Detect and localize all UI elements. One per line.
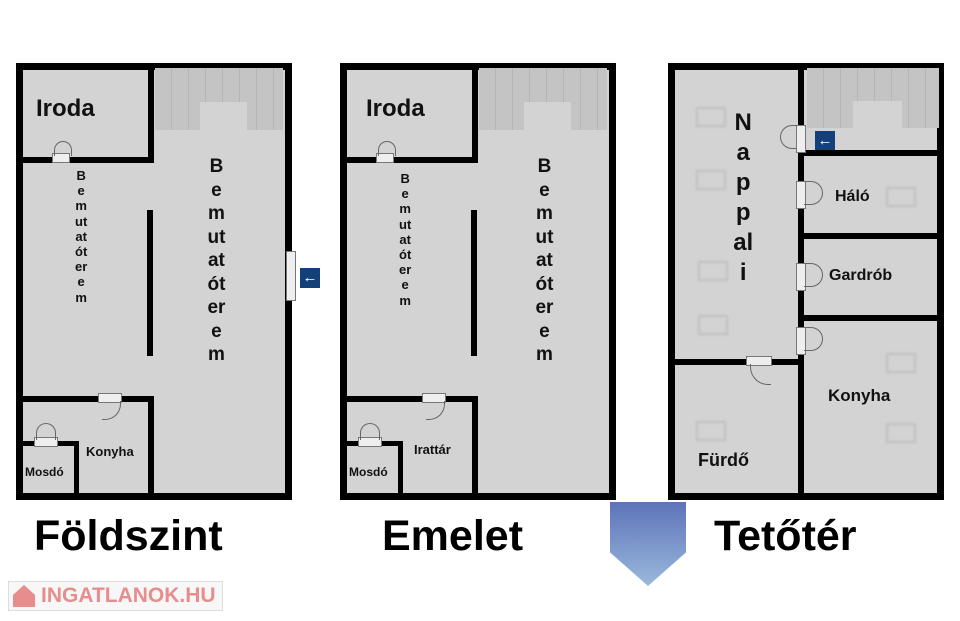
room-label-kitchen: Konyha — [828, 386, 891, 405]
agency-logo-shield — [610, 502, 686, 586]
room-label-showroom-right: Bemutatóterem — [207, 156, 226, 365]
title-ground-floor: Földszint — [34, 512, 223, 560]
furniture-placeholder — [696, 107, 726, 127]
interior-wall — [16, 396, 153, 402]
door-swing — [378, 141, 396, 156]
furniture-placeholder — [696, 421, 726, 441]
interior-wall — [148, 396, 154, 500]
room-label-showroom-right: Bemutatóterem — [535, 156, 554, 365]
room-label-showroom-left: Bemutatóterem — [399, 171, 412, 308]
door-swing — [360, 423, 380, 440]
room-label-living: Nappali — [733, 109, 754, 286]
interior-wall — [398, 441, 403, 500]
room-label-office: Iroda — [366, 95, 425, 122]
staircase — [479, 68, 607, 130]
plan-ground-floor: Iroda Bemutatóterem Bemutatóterem Konyha… — [16, 63, 320, 500]
title-first-floor: Emelet — [382, 512, 524, 560]
furniture-placeholder — [698, 315, 728, 335]
interior-wall — [340, 396, 477, 402]
floor-area — [347, 70, 609, 493]
entrance-door — [286, 251, 296, 301]
room-label-kitchen: Konyha — [86, 444, 134, 459]
interior-wall — [148, 63, 154, 163]
interior-wall — [798, 315, 944, 321]
room-label-showroom-left: Bemutatóterem — [75, 168, 88, 305]
staircase — [807, 68, 939, 128]
interior-wall — [668, 359, 804, 365]
interior-wall — [340, 157, 478, 163]
watermark-logo: INGATLANOK.HU — [8, 581, 223, 611]
room-label-wardrobe: Gardrób — [829, 267, 893, 284]
door-swing — [804, 181, 823, 205]
door-swing — [804, 327, 823, 351]
furniture-placeholder — [886, 423, 916, 443]
furniture-placeholder — [886, 187, 916, 207]
interior-wall — [472, 396, 478, 500]
house-icon — [13, 585, 35, 607]
room-label-office: Iroda — [36, 95, 95, 122]
interior-wall — [471, 210, 477, 356]
furniture-placeholder — [698, 261, 728, 281]
interior-wall — [472, 63, 478, 163]
door-swing — [780, 125, 797, 149]
floor-area — [23, 70, 285, 493]
watermark-text: INGATLANOK.HU — [41, 584, 216, 607]
interior-wall — [798, 233, 944, 239]
interior-wall — [798, 150, 944, 156]
title-attic: Tetőtér — [714, 512, 857, 560]
room-label-archive: Irattár — [414, 442, 451, 457]
arrow-left-icon: ← — [815, 131, 835, 151]
furniture-placeholder — [696, 170, 726, 190]
room-label-wc: Mosdó — [25, 465, 64, 479]
furniture-placeholder — [886, 353, 916, 373]
plan-first-floor: Iroda Bemutatóterem Bemutatóterem Irattá… — [340, 63, 616, 500]
interior-wall — [16, 157, 154, 163]
door-swing — [54, 141, 72, 156]
room-label-wc: Mosdó — [349, 465, 388, 479]
room-label-bedroom: Háló — [835, 188, 870, 205]
door — [796, 125, 806, 153]
arrow-left-icon: ← — [300, 268, 320, 288]
plan-attic: Nappali Háló Gardrób Konyha Fürdő ← — [668, 63, 944, 500]
interior-wall — [74, 441, 79, 500]
door-swing — [36, 423, 56, 440]
interior-wall — [147, 210, 153, 356]
room-label-bathroom: Fürdő — [698, 450, 749, 470]
door-swing — [804, 263, 823, 287]
staircase — [155, 68, 283, 130]
